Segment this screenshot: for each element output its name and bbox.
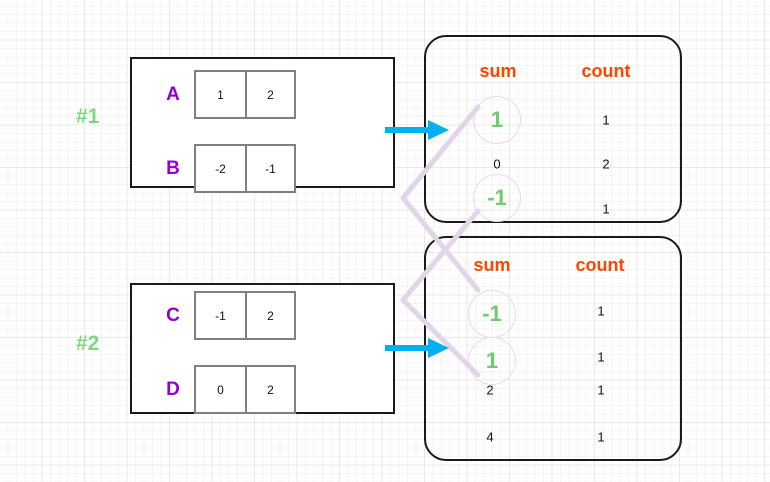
row-key-b: B xyxy=(166,157,180,179)
result-1-count-1: 2 xyxy=(602,156,610,172)
result-1-header-sum: sum xyxy=(479,61,517,81)
cell-c-0: -1 xyxy=(215,308,226,323)
cell-pair-d: 0 2 xyxy=(194,365,296,414)
cell-d-1: 2 xyxy=(245,367,294,412)
data-row-a: A 1 2 xyxy=(152,70,296,119)
cell-pair-b: -2 -1 xyxy=(194,144,296,193)
result-2-header-count: count xyxy=(575,255,625,275)
result-1-count-0: 1 xyxy=(602,112,610,128)
result-2-header-sum: sum xyxy=(473,255,511,275)
row-key-d: D xyxy=(166,378,180,400)
cell-a-1: 2 xyxy=(245,72,294,117)
cell-a-0: 1 xyxy=(217,87,224,102)
result-box-2 xyxy=(424,236,682,461)
result-2-count-0: 1 xyxy=(597,303,605,319)
result-2-count-1: 1 xyxy=(597,349,605,365)
partition-label-1: #1 xyxy=(76,105,100,128)
result-2-sum-3: 4 xyxy=(486,429,494,445)
cell-d-0: 0 xyxy=(217,382,224,397)
result-2-sum-1: 1 xyxy=(468,337,516,385)
cell-pair-a: 1 2 xyxy=(194,70,296,119)
cell-b-1: -1 xyxy=(245,146,294,191)
result-1-sum-2: -1 xyxy=(473,174,521,222)
data-row-b: B -2 -1 xyxy=(152,144,296,193)
result-2-count-3: 1 xyxy=(597,429,605,445)
data-row-d: D 0 2 xyxy=(152,365,296,414)
cell-b-0: -2 xyxy=(215,161,226,176)
row-key-c: C xyxy=(166,304,180,326)
cell-pair-c: -1 2 xyxy=(194,291,296,340)
row-key-a: A xyxy=(166,83,180,105)
cell-c-1: 2 xyxy=(245,293,294,338)
result-1-sum-0: 1 xyxy=(473,96,521,144)
result-2-sum-2: 2 xyxy=(486,382,494,398)
result-1-header-count: count xyxy=(581,61,631,81)
result-2-count-2: 1 xyxy=(597,382,605,398)
result-1-sum-1: 0 xyxy=(493,156,501,172)
result-1-count-2: 1 xyxy=(602,201,610,217)
partition-label-2: #2 xyxy=(76,332,100,355)
result-box-1 xyxy=(424,35,682,223)
result-2-sum-0: -1 xyxy=(468,290,516,338)
data-row-c: C -1 2 xyxy=(152,291,296,340)
